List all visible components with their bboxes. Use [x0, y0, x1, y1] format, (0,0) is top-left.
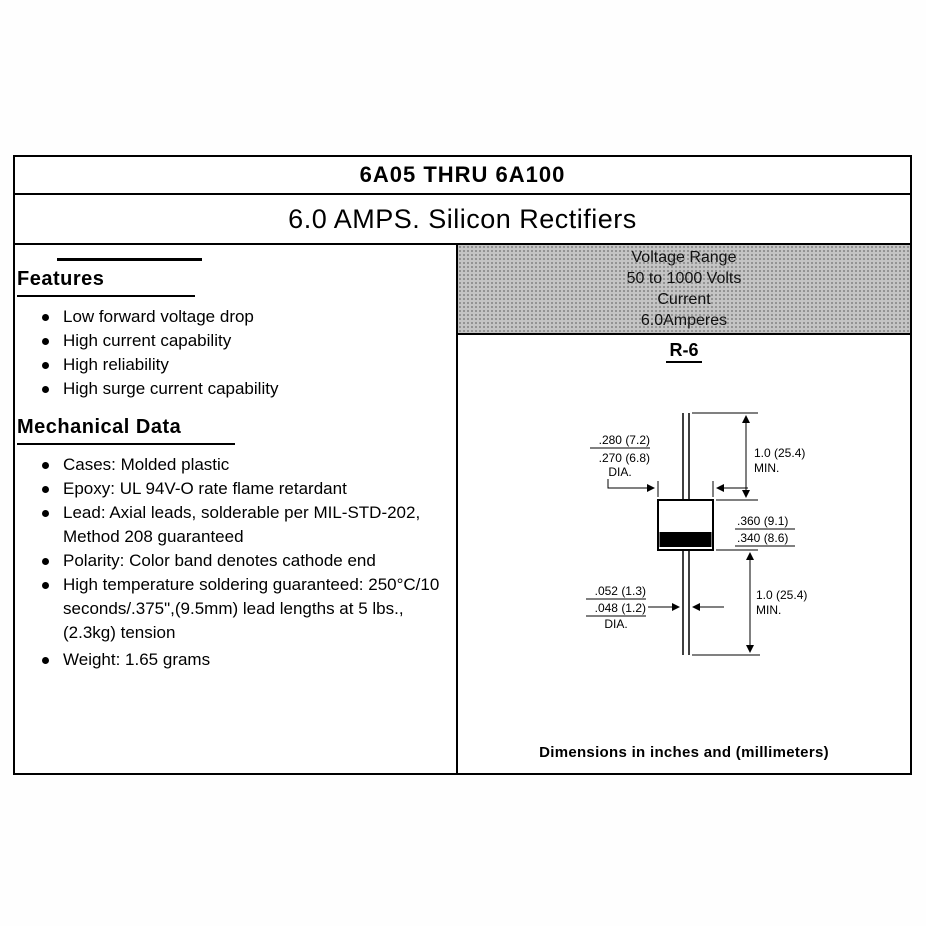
dim-label-body-dia-unit: DIA.: [608, 465, 631, 479]
dim-label-lead-dia-max: .052 (1.3): [595, 584, 646, 598]
package-name: R-6: [458, 340, 910, 363]
mechanical-item: Lead: Axial leads, solderable per MIL-ST…: [17, 501, 456, 549]
content-area: Features Low forward voltage drop High c…: [15, 245, 910, 773]
datasheet-frame: 6A05 THRU 6A100 6.0 AMPS. Silicon Rectif…: [13, 155, 912, 775]
mechanical-underline: [17, 443, 235, 445]
right-column: Voltage Range 50 to 1000 Volts Current 6…: [456, 245, 910, 773]
dim-label-top-lead-min: MIN.: [754, 461, 779, 475]
part-number-text: 6A05 THRU 6A100: [359, 162, 566, 187]
dim-label-bottom-lead-length: 1.0 (25.4): [756, 588, 807, 602]
mechanical-item: Polarity: Color band denotes cathode end: [17, 549, 456, 573]
dim-label-lead-dia-unit: DIA.: [604, 617, 627, 631]
ratings-line: Voltage Range: [631, 249, 737, 266]
mechanical-item: Epoxy: UL 94V-O rate flame retardant: [17, 477, 456, 501]
dimensions-note: Dimensions in inches and (millimeters): [539, 744, 829, 761]
feature-item: High surge current capability: [17, 377, 456, 401]
left-column: Features Low forward voltage drop High c…: [15, 245, 456, 773]
ratings-line: Current: [657, 291, 711, 308]
device-subtitle-text: 6.0 AMPS. Silicon Rectifiers: [288, 203, 637, 234]
feature-item: High current capability: [17, 329, 456, 353]
ratings-box: Voltage Range 50 to 1000 Volts Current 6…: [458, 245, 910, 335]
feature-item: High reliability: [17, 353, 456, 377]
features-list: Low forward voltage drop High current ca…: [17, 305, 456, 401]
diode-leads: [682, 413, 690, 655]
leader-line: [607, 479, 621, 489]
package-outline-drawing: 1.0 (25.4) MIN. .280 (7.2) .270 (6.8) DI…: [586, 412, 807, 656]
cathode-band: [659, 532, 712, 547]
device-subtitle: 6.0 AMPS. Silicon Rectifiers: [15, 195, 910, 245]
features-underline: [17, 295, 195, 297]
dim-label-body-dia-min: .270 (6.8): [599, 451, 650, 465]
dimension-lines: [586, 412, 795, 656]
part-number-title: 6A05 THRU 6A100: [15, 157, 910, 195]
features-heading: Features: [17, 268, 105, 290]
mechanical-item: High temperature soldering guaranteed: 2…: [17, 573, 456, 645]
dim-label-bottom-lead-min: MIN.: [756, 603, 781, 617]
mechanical-list: Cases: Molded plastic Epoxy: UL 94V-O ra…: [17, 453, 456, 672]
dim-label-body-dia-max: .280 (7.2): [599, 433, 650, 447]
mechanical-heading: Mechanical Data: [17, 416, 182, 438]
ratings-line: 50 to 1000 Volts: [626, 270, 742, 287]
feature-item: Low forward voltage drop: [17, 305, 456, 329]
dim-label-top-lead-length: 1.0 (25.4): [754, 446, 805, 460]
package-name-text: R-6: [666, 340, 702, 363]
dim-label-body-length-max: .360 (9.1): [737, 514, 788, 528]
ratings-line: 6.0Amperes: [640, 312, 728, 329]
mechanical-item: Cases: Molded plastic: [17, 453, 456, 477]
dim-label-lead-dia-min: .048 (1.2): [595, 601, 646, 615]
dim-label-body-length-min: .340 (8.6): [737, 531, 788, 545]
mechanical-item: Weight: 1.65 grams: [17, 648, 456, 672]
decorative-rule: [57, 258, 202, 261]
